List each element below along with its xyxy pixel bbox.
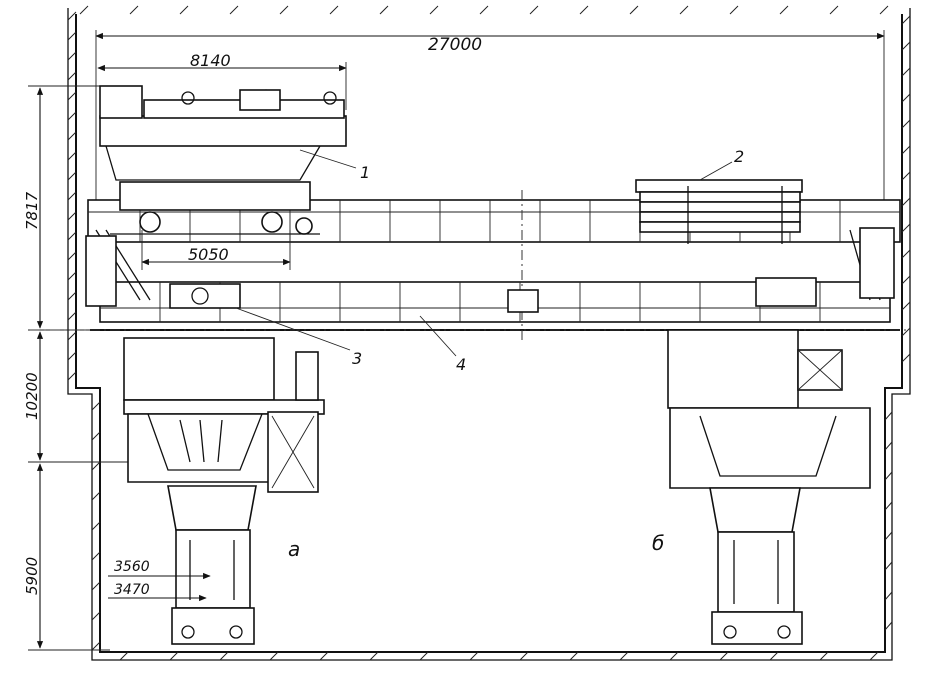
trolley-base-dimension (141, 230, 291, 270)
trolley-length-dimension (97, 62, 347, 110)
offset-a-label: 3560 (114, 559, 150, 575)
callout-3: 3 (352, 349, 362, 368)
view-label-right: б (652, 531, 664, 555)
trolley (99, 85, 347, 235)
trolley-length-label: 8140 (190, 51, 231, 70)
building-wall (67, 5, 911, 661)
height-middle-label: 10200 (23, 372, 41, 420)
offset-b-label: 3470 (114, 582, 150, 598)
drive-mechanism (169, 277, 817, 351)
view-label-left: а (288, 537, 300, 561)
span-label: 27000 (428, 35, 482, 55)
trolley-base-label: 5050 (188, 245, 229, 264)
callout-1-leader (299, 149, 357, 169)
left-lifting-device (123, 337, 325, 645)
span-dimension (95, 30, 885, 210)
right-lifting-device (667, 329, 871, 645)
height-lower-label: 5900 (23, 557, 41, 595)
callout-4: 4 (456, 355, 466, 374)
callout-4-leader (419, 315, 457, 357)
offset-dimensions (108, 572, 211, 602)
load-stack (635, 179, 803, 244)
height-upper-label: 7817 (23, 191, 41, 230)
callout-2: 2 (734, 147, 744, 166)
callout-2-leader (699, 161, 733, 181)
callout-1: 1 (360, 163, 370, 182)
